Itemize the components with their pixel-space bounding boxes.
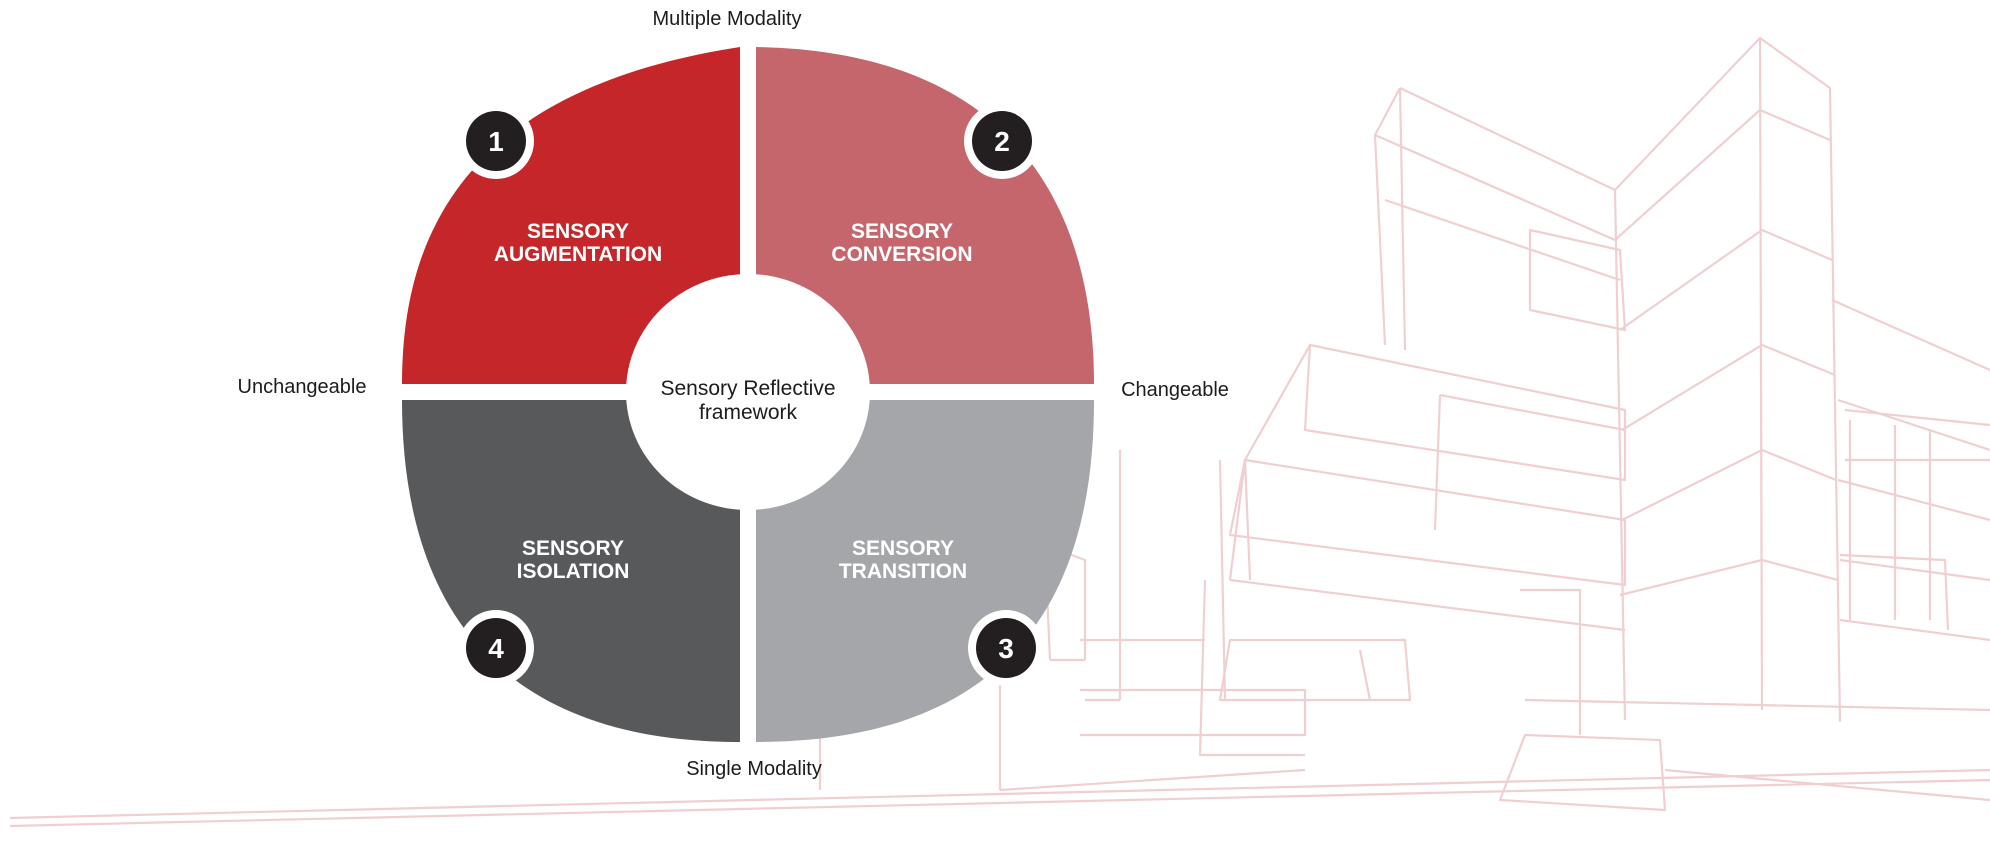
quadrant-conversion-title-line1: SENSORY [851, 220, 953, 243]
quadrant-isolation-title-line1: SENSORY [522, 537, 624, 560]
badge-1-number: 1 [488, 126, 504, 157]
quadrant-isolation [402, 400, 740, 742]
quadrant-augmentation-title-line2: AUGMENTATION [494, 243, 662, 266]
quadrant-augmentation-title-line1: SENSORY [527, 220, 629, 243]
axis-label-left: Unchangeable [238, 376, 367, 398]
center-label-line1: Sensory Reflective [660, 377, 835, 400]
center-label-line2: framework [699, 401, 798, 424]
building-sketch-background [9, 36, 1990, 828]
axis-label-top: Multiple Modality [653, 8, 802, 30]
badge-3: 3 [968, 610, 1044, 686]
quadrant-conversion-title-line2: CONVERSION [831, 243, 972, 266]
badge-4-number: 4 [488, 633, 504, 664]
axis-label-right: Changeable [1121, 379, 1229, 401]
quadrants [402, 47, 1094, 742]
quadrant-transition-title-line2: TRANSITION [839, 560, 967, 583]
badge-2: 2 [964, 103, 1040, 179]
quadrant-isolation-title-line2: ISOLATION [517, 560, 630, 583]
badge-2-number: 2 [994, 126, 1010, 157]
badge-1: 1 [458, 103, 534, 179]
badge-4: 4 [458, 610, 534, 686]
quadrant-augmentation [402, 47, 740, 384]
center-hub [626, 274, 870, 510]
badge-3-number: 3 [998, 633, 1014, 664]
quadrant-conversion [756, 47, 1094, 384]
axis-label-bottom: Single Modality [686, 758, 822, 780]
quadrant-transition-title-line1: SENSORY [852, 537, 954, 560]
